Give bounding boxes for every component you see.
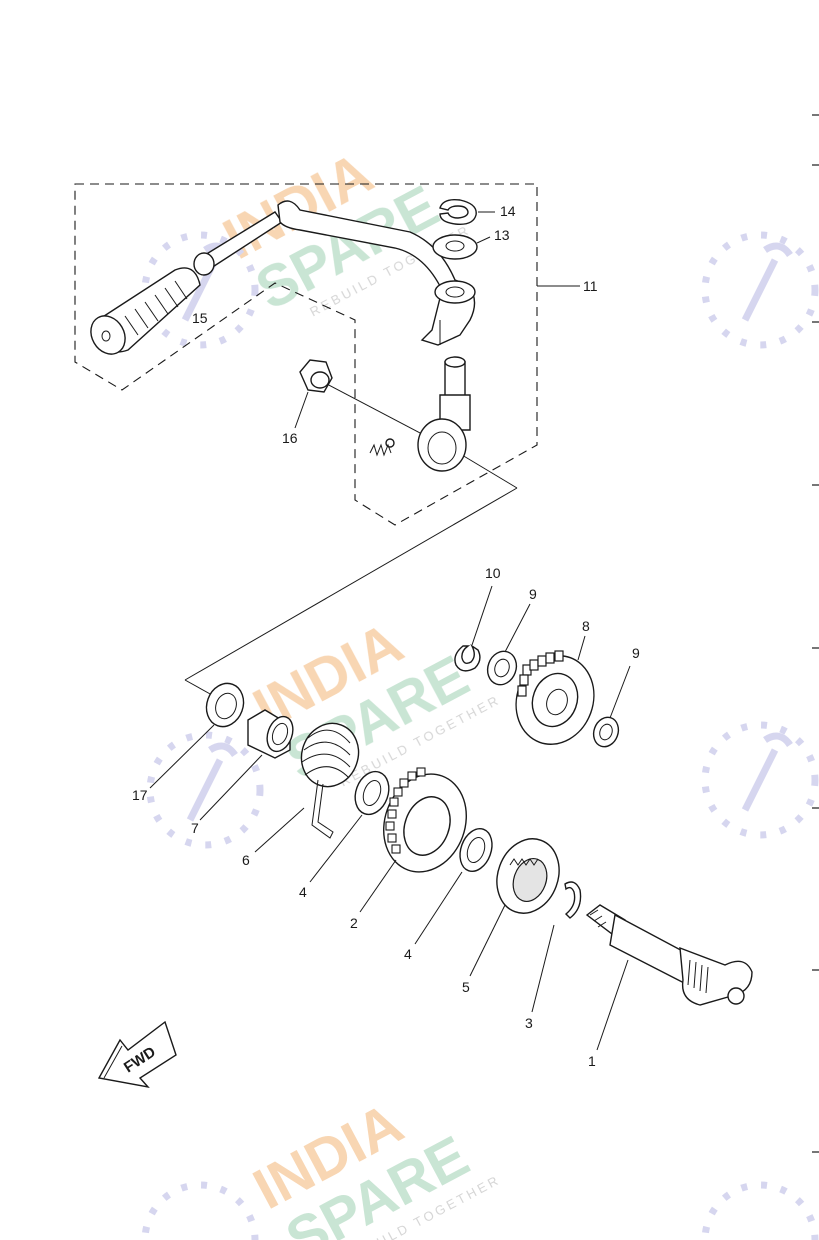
watermark-layer: INDIA SPARE REBUILD TOGETHER INDIA SPARE…	[141, 140, 819, 1240]
ratchet-5	[469, 838, 560, 977]
gear-8	[515, 635, 595, 745]
spring-guide-7	[199, 709, 294, 821]
callout-11: 11	[583, 278, 598, 294]
leader-4-lower	[414, 871, 463, 945]
washer-4-upper	[309, 770, 390, 883]
washer-4-lower	[414, 827, 493, 945]
callout-15: 15	[192, 310, 208, 326]
circlip-10	[454, 585, 493, 672]
callout-10: 10	[485, 565, 501, 581]
leader-9-upper	[504, 603, 531, 653]
callout-14: 14	[500, 203, 516, 219]
leader-10	[471, 585, 493, 646]
callout-4-lower: 4	[404, 946, 412, 962]
washer-13	[432, 234, 491, 260]
kick-grip	[90, 267, 201, 355]
watermark-logo: INDIA SPARE REBUILD TOGETHER	[243, 1090, 503, 1240]
fwd-arrow-icon: FWD	[97, 1020, 177, 1089]
kick-crank-assembly-outline	[74, 183, 580, 526]
leader-1	[596, 959, 629, 1051]
washer-9-upper	[486, 603, 531, 686]
wrench-icon	[141, 1181, 259, 1240]
callout-1: 1	[588, 1053, 596, 1069]
callout-2: 2	[350, 915, 358, 931]
leader-2	[359, 859, 397, 913]
leader-3	[531, 924, 555, 1013]
wrench-icon	[701, 721, 819, 839]
washer-9-lower	[592, 665, 631, 748]
callout-9-lower: 9	[632, 645, 640, 661]
callout-3: 3	[525, 1015, 533, 1031]
wrench-icon	[146, 731, 264, 849]
leader-17	[149, 724, 215, 789]
kick-crank-arm	[193, 200, 476, 346]
callout-13: 13	[494, 227, 510, 243]
oil-seal-17	[149, 682, 245, 789]
leader-5	[469, 904, 506, 977]
kick-axle-1	[585, 904, 753, 1051]
callout-8: 8	[582, 618, 590, 634]
nut-16	[294, 359, 333, 429]
leader-9-lower	[609, 665, 631, 719]
kick-boss	[369, 356, 471, 472]
callout-16: 16	[282, 430, 298, 446]
leader-6	[254, 807, 305, 853]
callout-9-upper: 9	[529, 586, 537, 602]
leader-7	[199, 754, 263, 821]
leader-4-upper	[309, 814, 363, 883]
circlip-14	[439, 198, 495, 225]
leader-8	[577, 635, 586, 661]
kick-gear-2	[359, 767, 467, 913]
callout-7: 7	[191, 820, 199, 836]
callout-17: 17	[132, 787, 148, 803]
wrench-icon	[701, 1181, 819, 1240]
torsion-spring-6	[254, 722, 360, 853]
page-edge-ticks	[812, 114, 819, 1153]
callout-6: 6	[242, 852, 250, 868]
callout-5: 5	[462, 979, 470, 995]
callout-4-upper: 4	[299, 884, 307, 900]
wrench-icon	[701, 231, 819, 349]
leader-13	[476, 236, 491, 244]
leader-16	[294, 391, 309, 429]
callout-labels: 14 13 11 15 16 10 9 8 9 17 7 6 4 2 4 5 3…	[132, 203, 640, 1069]
clip-3	[531, 881, 582, 1013]
